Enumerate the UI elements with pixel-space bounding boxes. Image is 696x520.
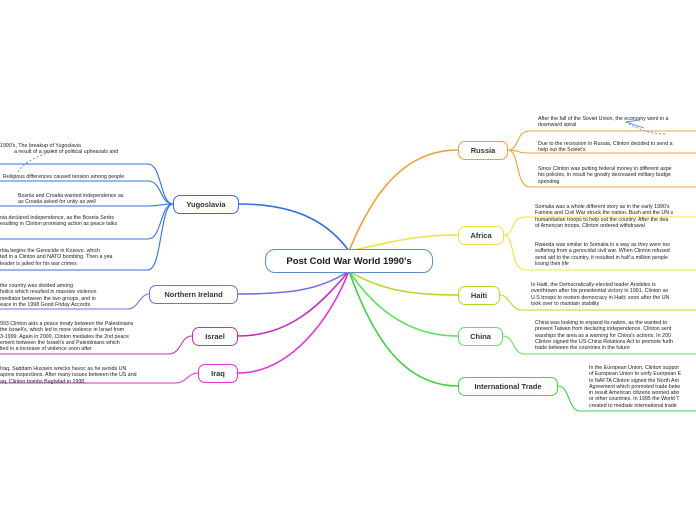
leaf-link-iraq — [0, 372, 199, 384]
central-topic[interactable]: Post Cold War World 1990's — [265, 249, 433, 273]
topic-international-trade[interactable]: International Trade — [458, 377, 558, 396]
note-russia-military[interactable]: Since Clinton was putting federal money … — [538, 166, 672, 185]
topic-northern-ireland[interactable]: Northern Ireland — [149, 285, 238, 304]
link-haiti — [348, 270, 459, 296]
note-yugoslavia-kosovo[interactable]: rbia begins the Genocide in Kosovo. whic… — [0, 248, 113, 267]
topic-israel[interactable]: Israel — [192, 327, 238, 346]
note-yugoslavia-bosnia[interactable]: nia declared independence, as the Bosnia… — [0, 215, 118, 228]
leaf-link-china — [502, 335, 696, 355]
note-international-trade[interactable]: In the European Union, Clinton suppor of… — [589, 365, 682, 409]
relation-arrowhead-russia — [625, 119, 645, 129]
leaf-link-russia-2 — [507, 149, 696, 188]
link-africa — [348, 234, 459, 252]
note-russia-economy[interactable]: After the fall of the Soviet Union, the … — [538, 116, 669, 129]
note-china[interactable]: China was looking to expand its nation, … — [535, 320, 674, 352]
leaf-link-yugoslavia-2 — [0, 203, 174, 207]
topic-haiti[interactable]: Haiti — [458, 286, 500, 305]
leaf-link-russia-1 — [507, 149, 696, 154]
note-africa-rwanda[interactable]: Rwanda was similar to Somalia in a way a… — [535, 242, 670, 267]
link-yugoslavia — [238, 203, 350, 252]
note-yugoslavia-breakup[interactable]: 1990's, The breakup of Yugoslavia a resu… — [0, 143, 119, 156]
topic-russia[interactable]: Russia — [458, 141, 508, 160]
topic-china[interactable]: China — [458, 327, 503, 346]
link-russia — [348, 149, 459, 252]
note-yugoslavia-independence[interactable]: Bosnia and Croatia wanted independence a… — [18, 193, 124, 206]
topic-africa[interactable]: Africa — [458, 226, 504, 245]
leaf-link-yugoslavia-1 — [0, 180, 174, 205]
note-northern-ireland[interactable]: the country was divided among holics whi… — [0, 283, 98, 308]
note-yugoslavia-religion[interactable]: Religious differences caused tension amo… — [3, 174, 125, 180]
leaf-link-israel — [0, 335, 193, 355]
note-israel[interactable]: 993 Clinton aids a peace treaty between … — [0, 321, 134, 353]
link-trade — [348, 270, 459, 387]
topic-yugoslavia[interactable]: Yugoslavia — [173, 195, 239, 214]
link-northern-ireland — [237, 270, 350, 295]
leaf-link-yugoslavia-4 — [0, 203, 174, 271]
leaf-link-russia-0 — [507, 130, 696, 151]
link-china — [348, 270, 459, 337]
leaf-link-trade — [557, 385, 696, 412]
note-russia-aid[interactable]: Due to the recession in Russia, Clinton … — [538, 141, 673, 154]
leaf-link-africa-1 — [503, 234, 696, 271]
note-haiti[interactable]: In Haiti, the Democratically-elected lea… — [531, 282, 670, 307]
note-africa-somalia[interactable]: Somalia was a whole different story as i… — [535, 204, 674, 229]
leaf-link-northern-ireland — [0, 293, 150, 310]
link-israel — [237, 270, 350, 337]
link-iraq — [237, 270, 350, 374]
topic-iraq[interactable]: Iraq — [198, 364, 238, 383]
leaf-link-haiti — [499, 294, 696, 311]
leaf-link-africa-0 — [503, 216, 696, 236]
note-iraq[interactable]: Iraq, Saddam Hussein wrecks havoc as he … — [0, 366, 137, 385]
